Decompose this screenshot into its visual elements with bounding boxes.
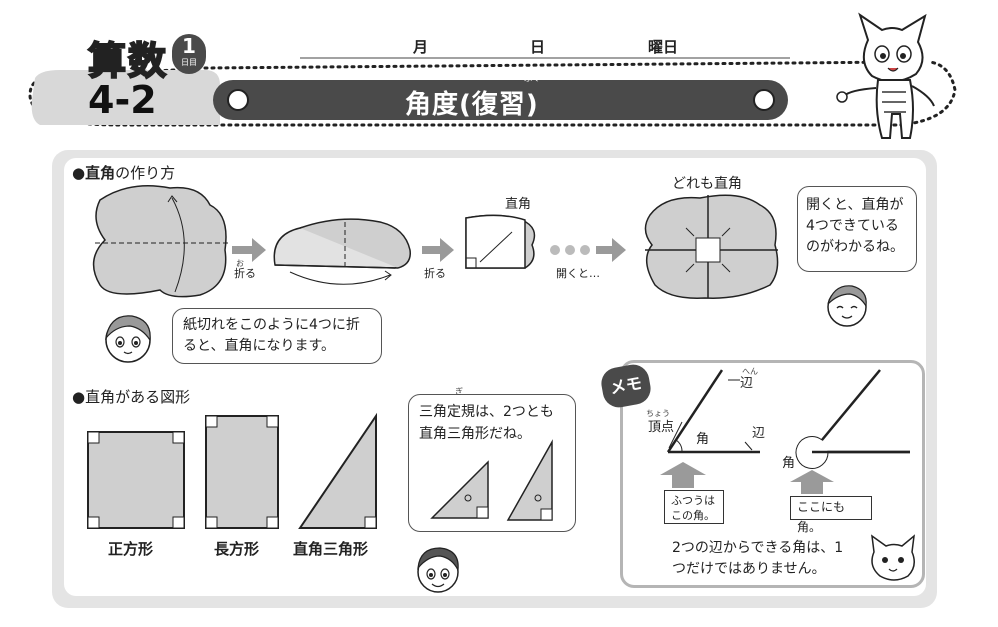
fold-label-1: 折る xyxy=(234,267,256,280)
right-angle-label: 直角 xyxy=(505,197,532,212)
page-title: 角度(復習) xyxy=(405,90,539,120)
boy-face-icon xyxy=(417,547,459,593)
vertex-ruby: ちょう xyxy=(646,409,670,418)
shape-label-square: 正方形 xyxy=(108,540,154,558)
arrow-icon xyxy=(232,238,266,262)
right-triangle-shape xyxy=(298,412,377,529)
boy-ruby: ぎ xyxy=(455,387,463,396)
bullet-icon: ● xyxy=(72,164,86,182)
side-label-top: 辺 xyxy=(740,376,754,391)
subject-label: 算数 xyxy=(87,38,169,84)
paper-shape-1 xyxy=(92,185,227,298)
header: 算数 1 日目 4-2 月 日 曜日 ふく 角度(復習) xyxy=(0,0,998,140)
arrow-icon xyxy=(422,238,454,262)
memo-box-also: ここにも角。 xyxy=(790,496,872,534)
side-label-bottom: 辺 xyxy=(752,426,766,441)
shape-label-rectangle: 長方形 xyxy=(214,540,260,558)
day-number: 1 xyxy=(182,34,196,58)
side-ruby: へん xyxy=(742,367,758,376)
shape-label-right-triangle: 直角三角形 xyxy=(293,540,369,558)
all-right-label: どれも直角 xyxy=(672,176,742,192)
arrow-icon xyxy=(596,238,626,262)
angle-label-2: 角 xyxy=(782,456,796,471)
fold-ruby: お xyxy=(236,259,244,268)
day-unit: 日目 xyxy=(181,58,197,67)
header-dotted-band xyxy=(28,57,957,127)
title-ruby: ふく xyxy=(524,74,540,83)
angle-label-1: 角 xyxy=(696,432,710,447)
day-label: 日 xyxy=(530,38,546,56)
girl-face-icon xyxy=(827,285,867,327)
unit-code: 4-2 xyxy=(88,78,157,122)
month-label: 月 xyxy=(413,38,429,56)
day-badge: 1 日目 xyxy=(172,34,206,74)
girl-face-icon xyxy=(105,315,151,363)
speech-bubble-open: 開くと、直角が4つできているのがわかるね。 xyxy=(797,186,917,272)
cat-mascot-icon xyxy=(836,12,935,139)
section1-heading: ●直角の作り方 xyxy=(72,164,176,182)
cat-face-icon xyxy=(871,534,915,581)
section2-heading: ●直角がある図形 xyxy=(72,388,191,406)
bullet-icon: ● xyxy=(72,388,86,406)
memo-box-normal: ふつうはこの角。 xyxy=(664,490,724,524)
speech-bubble-girl: 紙切れをこのように4つに折ると、直角になります。 xyxy=(172,308,382,364)
memo-note: 2つの辺からできる角は、1つだけではありません。 xyxy=(672,540,844,577)
fold-label-2: 折る xyxy=(424,267,446,280)
open-label: 開くと… xyxy=(556,267,600,280)
square-shape xyxy=(87,431,185,529)
vertex-label: 頂点 xyxy=(648,420,675,435)
rectangle-shape xyxy=(205,415,279,529)
weekday-label: 曜日 xyxy=(648,38,679,56)
